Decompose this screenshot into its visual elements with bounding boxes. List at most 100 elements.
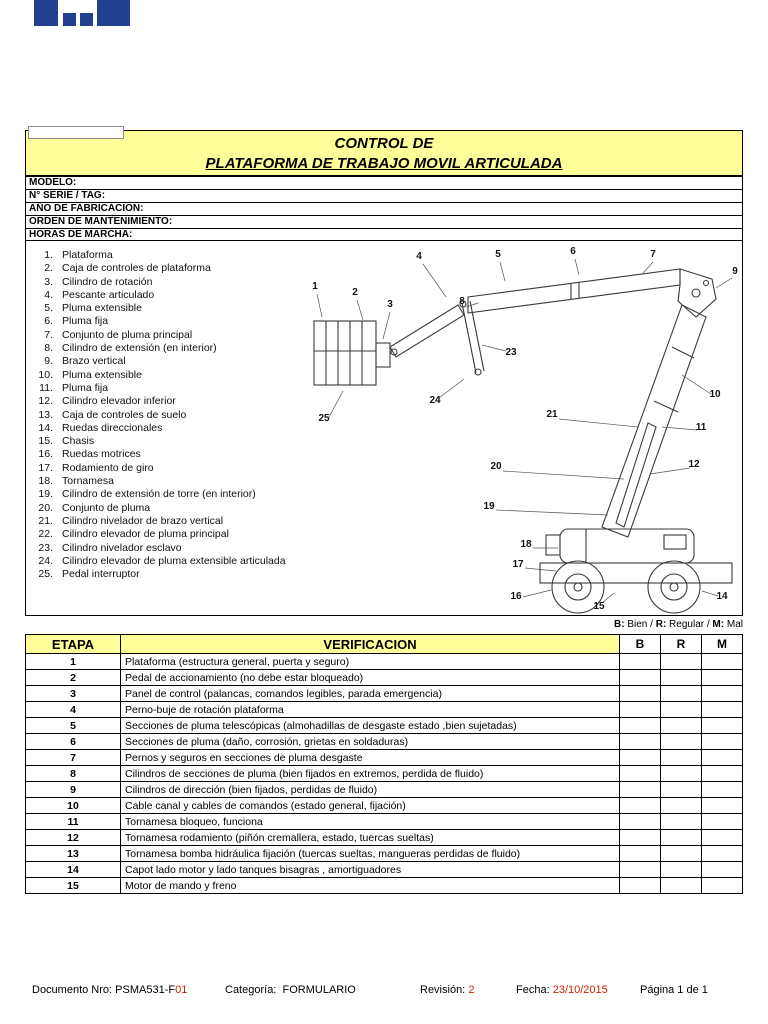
part-label: Brazo vertical [62, 355, 126, 368]
svg-text:5: 5 [495, 249, 501, 260]
footer-page-number: Página 1 de 1 [640, 984, 708, 996]
part-number: 9. [44, 355, 53, 368]
document-title-line2: PLATAFORMA DE TRABAJO MOVIL ARTICULADA [205, 155, 563, 172]
row-cell-b [619, 813, 661, 830]
field-label-modelo: MODELO: [29, 177, 77, 188]
row-etapa-number: 1 [25, 653, 121, 670]
verification-row: 13 Tornamesa bomba hidráulica fijación (… [25, 845, 743, 862]
parts-list-item: 5. Pluma extensible [36, 302, 321, 315]
logo-block [34, 0, 58, 26]
legend-m: M: [712, 619, 725, 630]
part-number: 11. [39, 381, 53, 394]
document-title-line1: CONTROL DE [334, 135, 434, 152]
part-label: Rodamiento de giro [62, 461, 154, 474]
field-label-ano-fabricacion: AÑO DE FABRICACION: [29, 203, 144, 214]
footer-fecha-value: 23/10/2015 [552, 984, 608, 996]
row-verification-text: Motor de mando y freno [120, 877, 620, 894]
verification-row: 9 Cilindros de dirección (bien fijados, … [25, 781, 743, 798]
parts-list-item: 15. Chasis [36, 435, 321, 448]
svg-text:21: 21 [546, 409, 558, 420]
row-cell-b [619, 733, 661, 750]
field-row-orden-mantenimiento: ORDEN DE MANTENIMIENTO: [25, 215, 743, 229]
part-label: Pedal interruptor [62, 568, 140, 581]
svg-text:25: 25 [318, 413, 330, 424]
part-label: Cilindro nivelador de brazo vertical [62, 514, 224, 527]
row-cell-m [701, 685, 743, 702]
row-etapa-number: 8 [25, 765, 121, 782]
row-cell-b [619, 765, 661, 782]
field-row-ano-fabricacion: AÑO DE FABRICACION: [25, 202, 743, 216]
row-etapa-number: 5 [25, 717, 121, 734]
row-cell-m [701, 669, 743, 686]
field-label-serie-tag: N° SERIE / TAG: [29, 190, 106, 201]
verification-row: 14 Capot lado motor y lado tanques bisag… [25, 861, 743, 878]
row-verification-text: Plataforma (estructura general, puerta y… [120, 653, 620, 670]
verification-table-header-row: ETAPA VERIFICACION B R M [25, 634, 743, 654]
col-header-etapa: ETAPA [25, 634, 121, 654]
verification-row: 5 Secciones de pluma telescópicas (almoh… [25, 717, 743, 734]
row-verification-text: Cable canal y cables de comandos (estado… [120, 797, 620, 814]
footer-category: Categoría: FORMULARIO [225, 984, 356, 996]
svg-text:2: 2 [352, 287, 358, 298]
row-cell-r [660, 653, 702, 670]
row-cell-b [619, 877, 661, 894]
footer-revision: Revisión: 2 [420, 984, 474, 996]
col-header-r: R [660, 634, 702, 654]
footer-date: Fecha: 23/10/2015 [516, 984, 608, 996]
part-label: Pluma fija [62, 315, 109, 328]
part-label: Pluma fija [62, 381, 109, 394]
document-footer: Documento Nro: PSMA531-F01 Categoría: FO… [0, 984, 768, 1000]
footer-doc-value-red: 01 [175, 984, 188, 996]
parts-list-item: 8. Cilindro de extensión (en interior) [36, 342, 321, 355]
verification-row: 11 Tornamesa bloqueo, funciona [25, 813, 743, 830]
part-number: 10. [38, 368, 53, 381]
logo-block [97, 0, 130, 26]
part-number: 12. [38, 395, 53, 408]
part-label: Pluma extensible [62, 368, 142, 381]
part-label: Pluma extensible [62, 302, 142, 315]
row-etapa-number: 10 [25, 797, 121, 814]
parts-list-item: 14. Ruedas direccionales [36, 422, 321, 435]
row-etapa-number: 9 [25, 781, 121, 798]
svg-text:1: 1 [312, 281, 318, 292]
company-logo [0, 0, 140, 30]
diagram-box: 1. Plataforma 2. Caja de controles de pl… [25, 240, 743, 616]
part-number: 17. [38, 461, 53, 474]
parts-list-item: 25. Pedal interruptor [36, 568, 321, 581]
parts-list-item: 19. Cilindro de extensión de torre (en i… [36, 488, 321, 501]
title-box: CONTROL DE PLATAFORMA DE TRABAJO MOVIL A… [25, 130, 743, 176]
row-cell-r [660, 829, 702, 846]
footer-rev-value: 2 [468, 984, 475, 996]
row-cell-m [701, 733, 743, 750]
row-cell-r [660, 813, 702, 830]
row-cell-r [660, 797, 702, 814]
svg-text:16: 16 [510, 591, 522, 602]
part-label: Cilindro de extensión (en interior) [62, 342, 217, 355]
legend-mal: Mal [724, 619, 743, 630]
row-cell-b [619, 861, 661, 878]
row-cell-b [619, 749, 661, 766]
part-number: 15. [38, 435, 53, 448]
part-number: 8. [44, 342, 53, 355]
legend-regular: Regular / [666, 619, 713, 630]
part-number: 25. [38, 568, 53, 581]
part-label: Cilindro de rotación [62, 275, 153, 288]
parts-list-item: 17. Rodamiento de giro [36, 462, 321, 475]
row-cell-b [619, 701, 661, 718]
part-label: Conjunto de pluma [62, 501, 151, 514]
row-cell-r [660, 669, 702, 686]
part-number: 14. [38, 421, 53, 434]
parts-list-item: 4. Pescante articulado [36, 289, 321, 302]
header-small-box [28, 126, 124, 139]
legend-r: R: [655, 619, 667, 630]
row-cell-m [701, 749, 743, 766]
row-etapa-number: 2 [25, 669, 121, 686]
row-etapa-number: 4 [25, 701, 121, 718]
row-cell-m [701, 813, 743, 830]
parts-list-item: 24. Cilindro elevador de pluma extensibl… [36, 555, 321, 568]
row-cell-r [660, 717, 702, 734]
row-cell-m [701, 701, 743, 718]
part-number: 13. [38, 408, 53, 421]
part-number: 23. [38, 541, 53, 554]
